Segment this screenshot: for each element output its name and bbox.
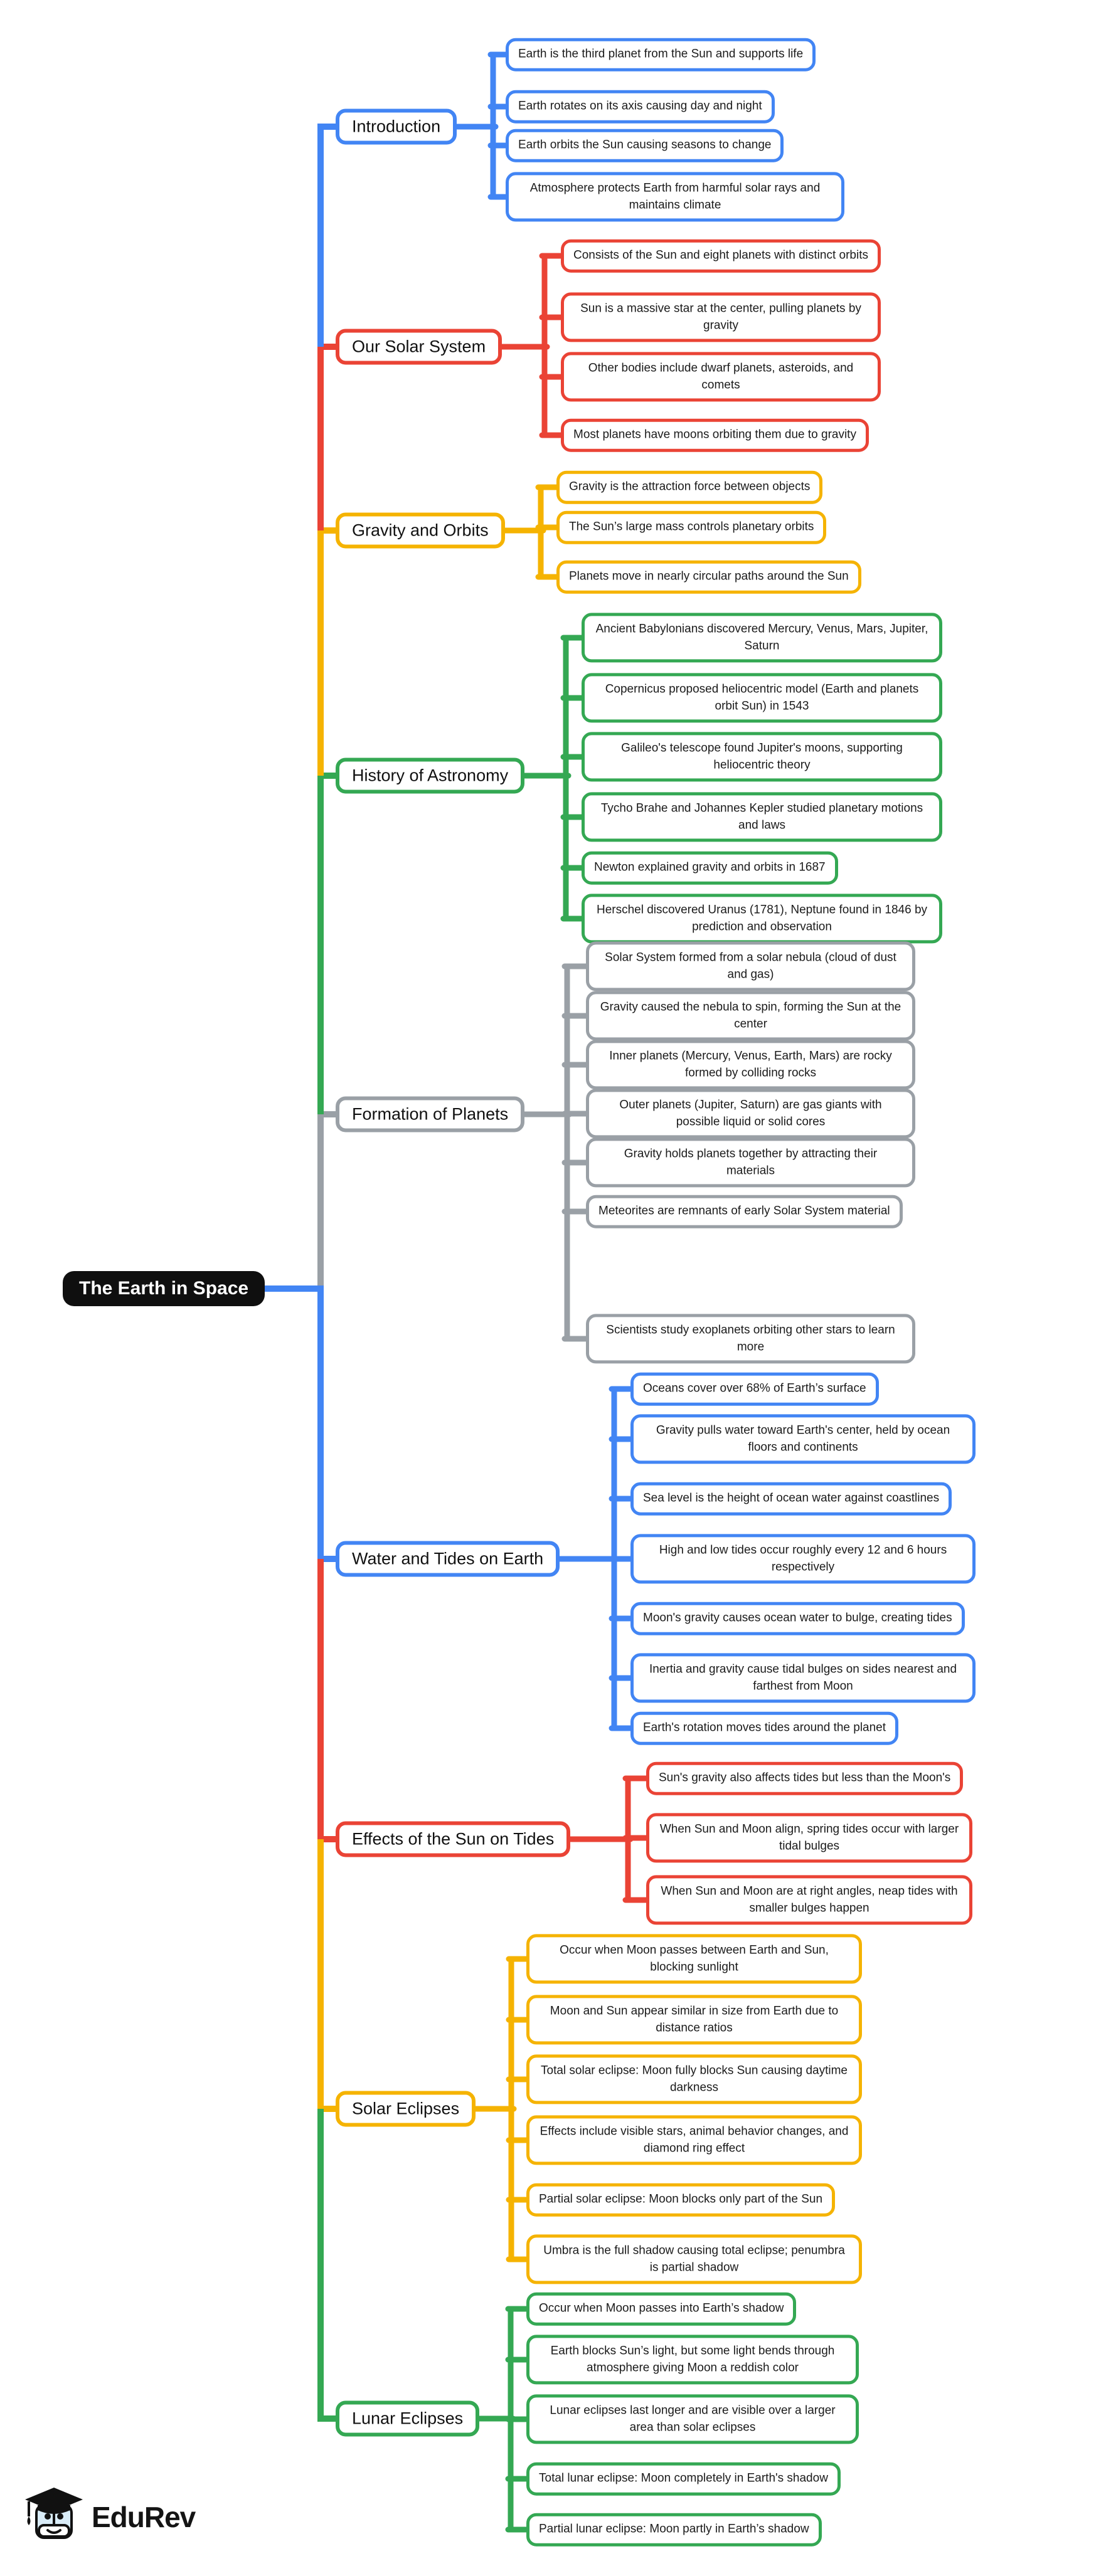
leaf-node: Occur when Moon passes between Earth and… <box>526 1934 862 1984</box>
leaf-node: Galileo's telescope found Jupiter's moon… <box>582 732 942 782</box>
branch-node: Formation of Planets <box>336 1096 525 1132</box>
leaf-node: Other bodies include dwarf planets, aste… <box>561 352 881 402</box>
leaf-node: Gravity is the attraction force between … <box>556 470 823 504</box>
leaf-node: Newton explained gravity and orbits in 1… <box>582 851 838 885</box>
leaf-node: Meteorites are remnants of early Solar S… <box>586 1195 903 1228</box>
branch-node: Water and Tides on Earth <box>336 1541 560 1577</box>
leaf-node: When Sun and Moon align, spring tides oc… <box>646 1813 972 1863</box>
branch-node: Lunar Eclipses <box>336 2400 480 2437</box>
leaf-node: When Sun and Moon are at right angles, n… <box>646 1875 972 1925</box>
leaf-node: Consists of the Sun and eight planets wi… <box>561 239 881 273</box>
leaf-node: Gravity caused the nebula to spin, formi… <box>586 991 915 1041</box>
leaf-node: Sun is a massive star at the center, pul… <box>561 292 881 342</box>
leaf-node: Umbra is the full shadow causing total e… <box>526 2234 862 2284</box>
leaf-node: Tycho Brahe and Johannes Kepler studied … <box>582 792 942 842</box>
leaf-node: Earth is the third planet from the Sun a… <box>506 38 816 71</box>
leaf-node: Most planets have moons orbiting them du… <box>561 418 869 452</box>
branch-node: Introduction <box>336 108 457 145</box>
leaf-node: Gravity pulls water toward Earth's cente… <box>630 1414 976 1464</box>
leaf-node: Planets move in nearly circular paths ar… <box>556 560 861 594</box>
leaf-node: Moon and Sun appear similar in size from… <box>526 1995 862 2045</box>
leaf-node: Sun's gravity also affects tides but les… <box>646 1761 964 1795</box>
leaf-node: Occur when Moon passes into Earth’s shad… <box>526 2292 797 2326</box>
branch-node: History of Astronomy <box>336 757 525 794</box>
leaf-node: Herschel discovered Uranus (1781), Neptu… <box>582 894 942 944</box>
leaf-node: Copernicus proposed heliocentric model (… <box>582 673 942 723</box>
leaf-node: Moon's gravity causes ocean water to bul… <box>630 1602 965 1635</box>
leaf-node: Sea level is the height of ocean water a… <box>630 1482 952 1516</box>
leaf-node: Effects include visible stars, animal be… <box>526 2115 862 2165</box>
leaf-node: Lunar eclipses last longer and are visib… <box>526 2394 859 2444</box>
branch-node: Effects of the Sun on Tides <box>336 1821 571 1857</box>
leaf-node: Total solar eclipse: Moon fully blocks S… <box>526 2054 862 2104</box>
leaf-node: Gravity holds planets together by attrac… <box>586 1138 915 1188</box>
leaf-node: Inner planets (Mercury, Venus, Earth, Ma… <box>586 1040 915 1090</box>
leaf-node: High and low tides occur roughly every 1… <box>630 1534 976 1584</box>
leaf-node: The Sun’s large mass controls planetary … <box>556 510 827 544</box>
leaf-node: Solar System formed from a solar nebula … <box>586 941 915 991</box>
leaf-node: Scientists study exoplanets orbiting oth… <box>586 1314 915 1364</box>
leaf-node: Total lunar eclipse: Moon completely in … <box>526 2462 841 2496</box>
leaf-node: Inertia and gravity cause tidal bulges o… <box>630 1653 976 1703</box>
leaf-node: Atmosphere protects Earth from harmful s… <box>506 172 844 222</box>
leaf-node: Partial lunar eclipse: Moon partly in Ea… <box>526 2513 822 2547</box>
leaf-node: Outer planets (Jupiter, Saturn) are gas … <box>586 1089 915 1139</box>
leaf-node: Earth rotates on its axis causing day an… <box>506 90 775 124</box>
leaf-node: Earth's rotation moves tides around the … <box>630 1711 899 1745</box>
leaf-node: Earth blocks Sun’s light, but some light… <box>526 2335 859 2385</box>
leaf-node: Partial solar eclipse: Moon blocks only … <box>526 2183 836 2217</box>
edurev-logo-text: EduRev <box>92 2500 196 2533</box>
leaf-node: Ancient Babylonians discovered Mercury, … <box>582 613 942 663</box>
leaf-node: Earth orbits the Sun causing seasons to … <box>506 129 784 162</box>
leaf-node: Oceans cover over 68% of Earth’s surface <box>630 1372 879 1406</box>
edurev-cap-icon <box>24 2486 84 2547</box>
edurev-logo: EduRev <box>24 2486 196 2547</box>
branch-node: Our Solar System <box>336 329 502 365</box>
root-node: The Earth in Space <box>63 1271 265 1306</box>
branch-node: Gravity and Orbits <box>336 512 505 549</box>
branch-node: Solar Eclipses <box>336 2091 476 2127</box>
